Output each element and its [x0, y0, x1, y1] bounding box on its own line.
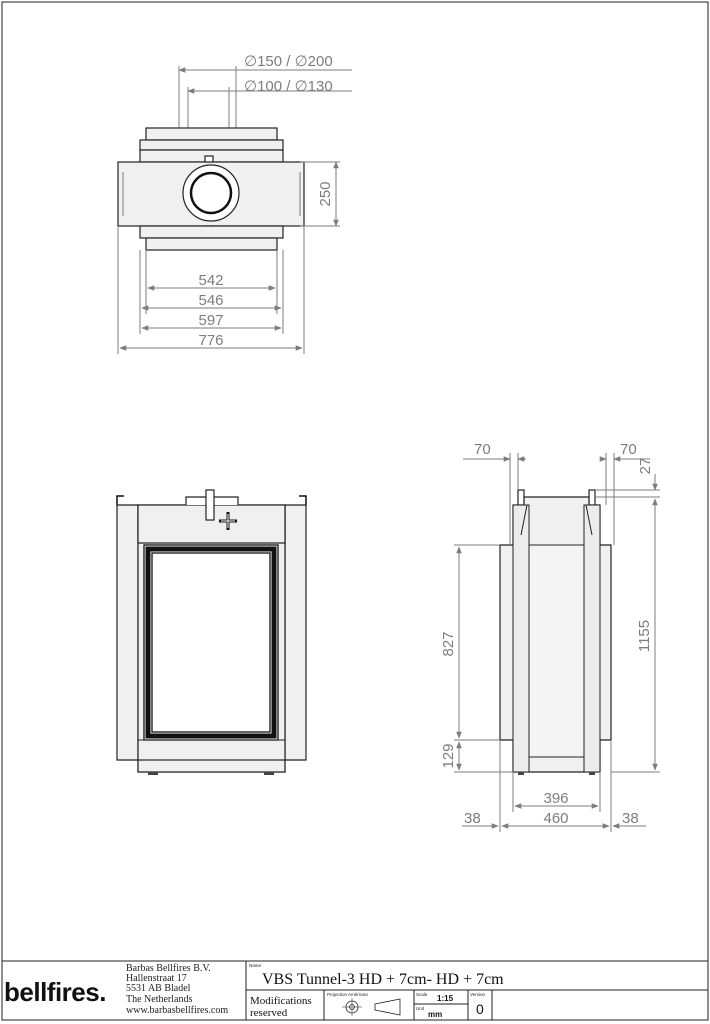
top-flange	[145, 127, 278, 141]
side-foot-right	[589, 772, 595, 775]
projection-label: Projection Américain	[327, 992, 369, 997]
dim-top-right: 70	[620, 441, 637, 458]
side-right-column	[583, 504, 601, 773]
dim-base-outer: 460	[543, 810, 568, 827]
company-line: 5531 AB Bladel	[126, 983, 191, 994]
scale-value: 1:15	[437, 994, 454, 1003]
dim-base-inner: 396	[543, 790, 568, 807]
bottom-flange	[145, 237, 278, 251]
title-block: bellfires. Barbas Bellfires B.V. Hallens…	[2, 960, 708, 1020]
company-logo: bellfires.	[4, 977, 106, 1007]
modifications-line: Modifications	[250, 995, 312, 1007]
bottom-flange-ring	[139, 225, 284, 239]
base-plinth	[137, 759, 286, 773]
dim-side-right: 38	[622, 810, 639, 827]
unit-value: mm	[428, 1010, 442, 1019]
left-wing-bracket	[116, 495, 124, 505]
top-handle	[205, 489, 215, 521]
dim-width-1: 542	[198, 272, 223, 289]
side-foot-left	[518, 772, 524, 775]
side-panel-edges	[122, 172, 301, 216]
company-line: Hallenstraat 17	[126, 973, 187, 984]
drawing-name: VBS Tunnel-3 HD + 7cm- HD + 7cm	[262, 971, 504, 988]
dim-side-left: 38	[464, 810, 481, 827]
company-line: The Netherlands	[126, 994, 192, 1005]
top-flange-right	[588, 489, 596, 507]
side-center	[528, 544, 585, 758]
company-line: www.barbasbellfires.com	[126, 1005, 228, 1016]
unit-label: Unit	[416, 1006, 425, 1011]
top-view: ∅150 / ∅200 ∅100 / ∅130 250 542	[117, 53, 352, 354]
dim-height-right: 1155	[636, 620, 653, 652]
side-left-column	[512, 504, 530, 773]
flue-inner-circle	[189, 171, 233, 215]
front-view	[116, 489, 307, 775]
top-flange-ring	[139, 139, 284, 151]
left-side-panel	[116, 504, 139, 761]
top-flange-left	[517, 489, 525, 507]
foot-left	[148, 772, 158, 775]
cross-icon-inner	[221, 514, 235, 528]
company-line: Barbas Bellfires B.V.	[126, 963, 211, 974]
door-frame	[145, 546, 277, 739]
version-label: Version	[470, 992, 486, 997]
dim-top-left: 70	[474, 441, 491, 458]
dim-flue-outer: ∅150 / ∅200	[244, 53, 333, 70]
projection-symbol-icon	[342, 998, 401, 1016]
right-side-panel	[284, 504, 307, 761]
door-glass	[151, 552, 271, 733]
dim-flue-inner: ∅100 / ∅130	[244, 78, 333, 95]
dim-width-3: 597	[198, 312, 223, 329]
right-wing-bracket	[299, 495, 307, 505]
dim-depth: 250	[317, 181, 334, 206]
side-braces	[520, 504, 593, 536]
name-label: Name	[249, 963, 262, 968]
dim-top-offset: 27	[637, 458, 654, 475]
dim-bottom-left: 129	[440, 743, 457, 768]
dim-height-left: 827	[440, 631, 457, 656]
top-marker	[204, 155, 214, 163]
side-view: 70 70 27 827 129 1155 396 460 38 3	[440, 441, 660, 832]
version-value: 0	[476, 1001, 484, 1017]
dim-width-2: 546	[198, 292, 223, 309]
scale-label: Scale	[416, 992, 428, 997]
dim-width-4: 776	[198, 332, 223, 349]
foot-right	[264, 772, 274, 775]
modifications-line: reserved	[250, 1007, 288, 1019]
